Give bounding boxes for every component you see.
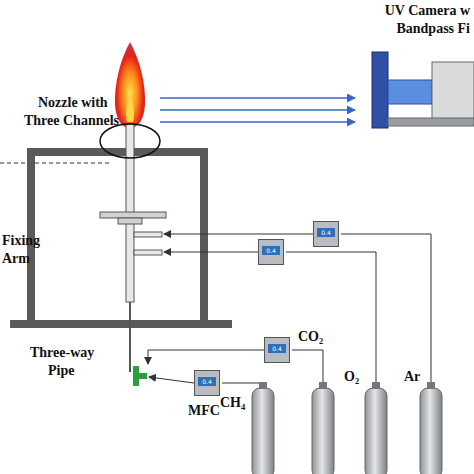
flow-display: 0.4 — [198, 377, 216, 386]
flow-display: 0.4 — [268, 344, 286, 353]
pipe-label: Pipe — [48, 362, 74, 379]
flow-display: 0.4 — [317, 228, 335, 237]
camera-label: Bandpass Fi — [396, 20, 470, 37]
flow-display: 0.4 — [262, 246, 280, 255]
mass-flow-controller: 0.4 — [194, 370, 220, 396]
nozzle-label: Three Channels — [24, 112, 119, 129]
gas-label: CO₂ — [298, 328, 323, 345]
gas-label: O₂ — [344, 368, 359, 385]
mfc-label: MFC — [188, 402, 220, 419]
nozzle-label: Nozzle with — [38, 94, 108, 111]
mass-flow-controller: 0.4 — [258, 239, 284, 265]
arm-label: Arm — [2, 250, 30, 267]
pipe-label: Three-way — [30, 344, 94, 361]
gas-label: CH₄ — [220, 394, 245, 411]
arm-label: Fixing — [2, 232, 40, 249]
gas-label: Ar — [404, 368, 420, 385]
mass-flow-controller: 0.4 — [264, 337, 290, 363]
camera-label: UV Camera w — [385, 2, 470, 19]
mass-flow-controller: 0.4 — [313, 221, 339, 247]
